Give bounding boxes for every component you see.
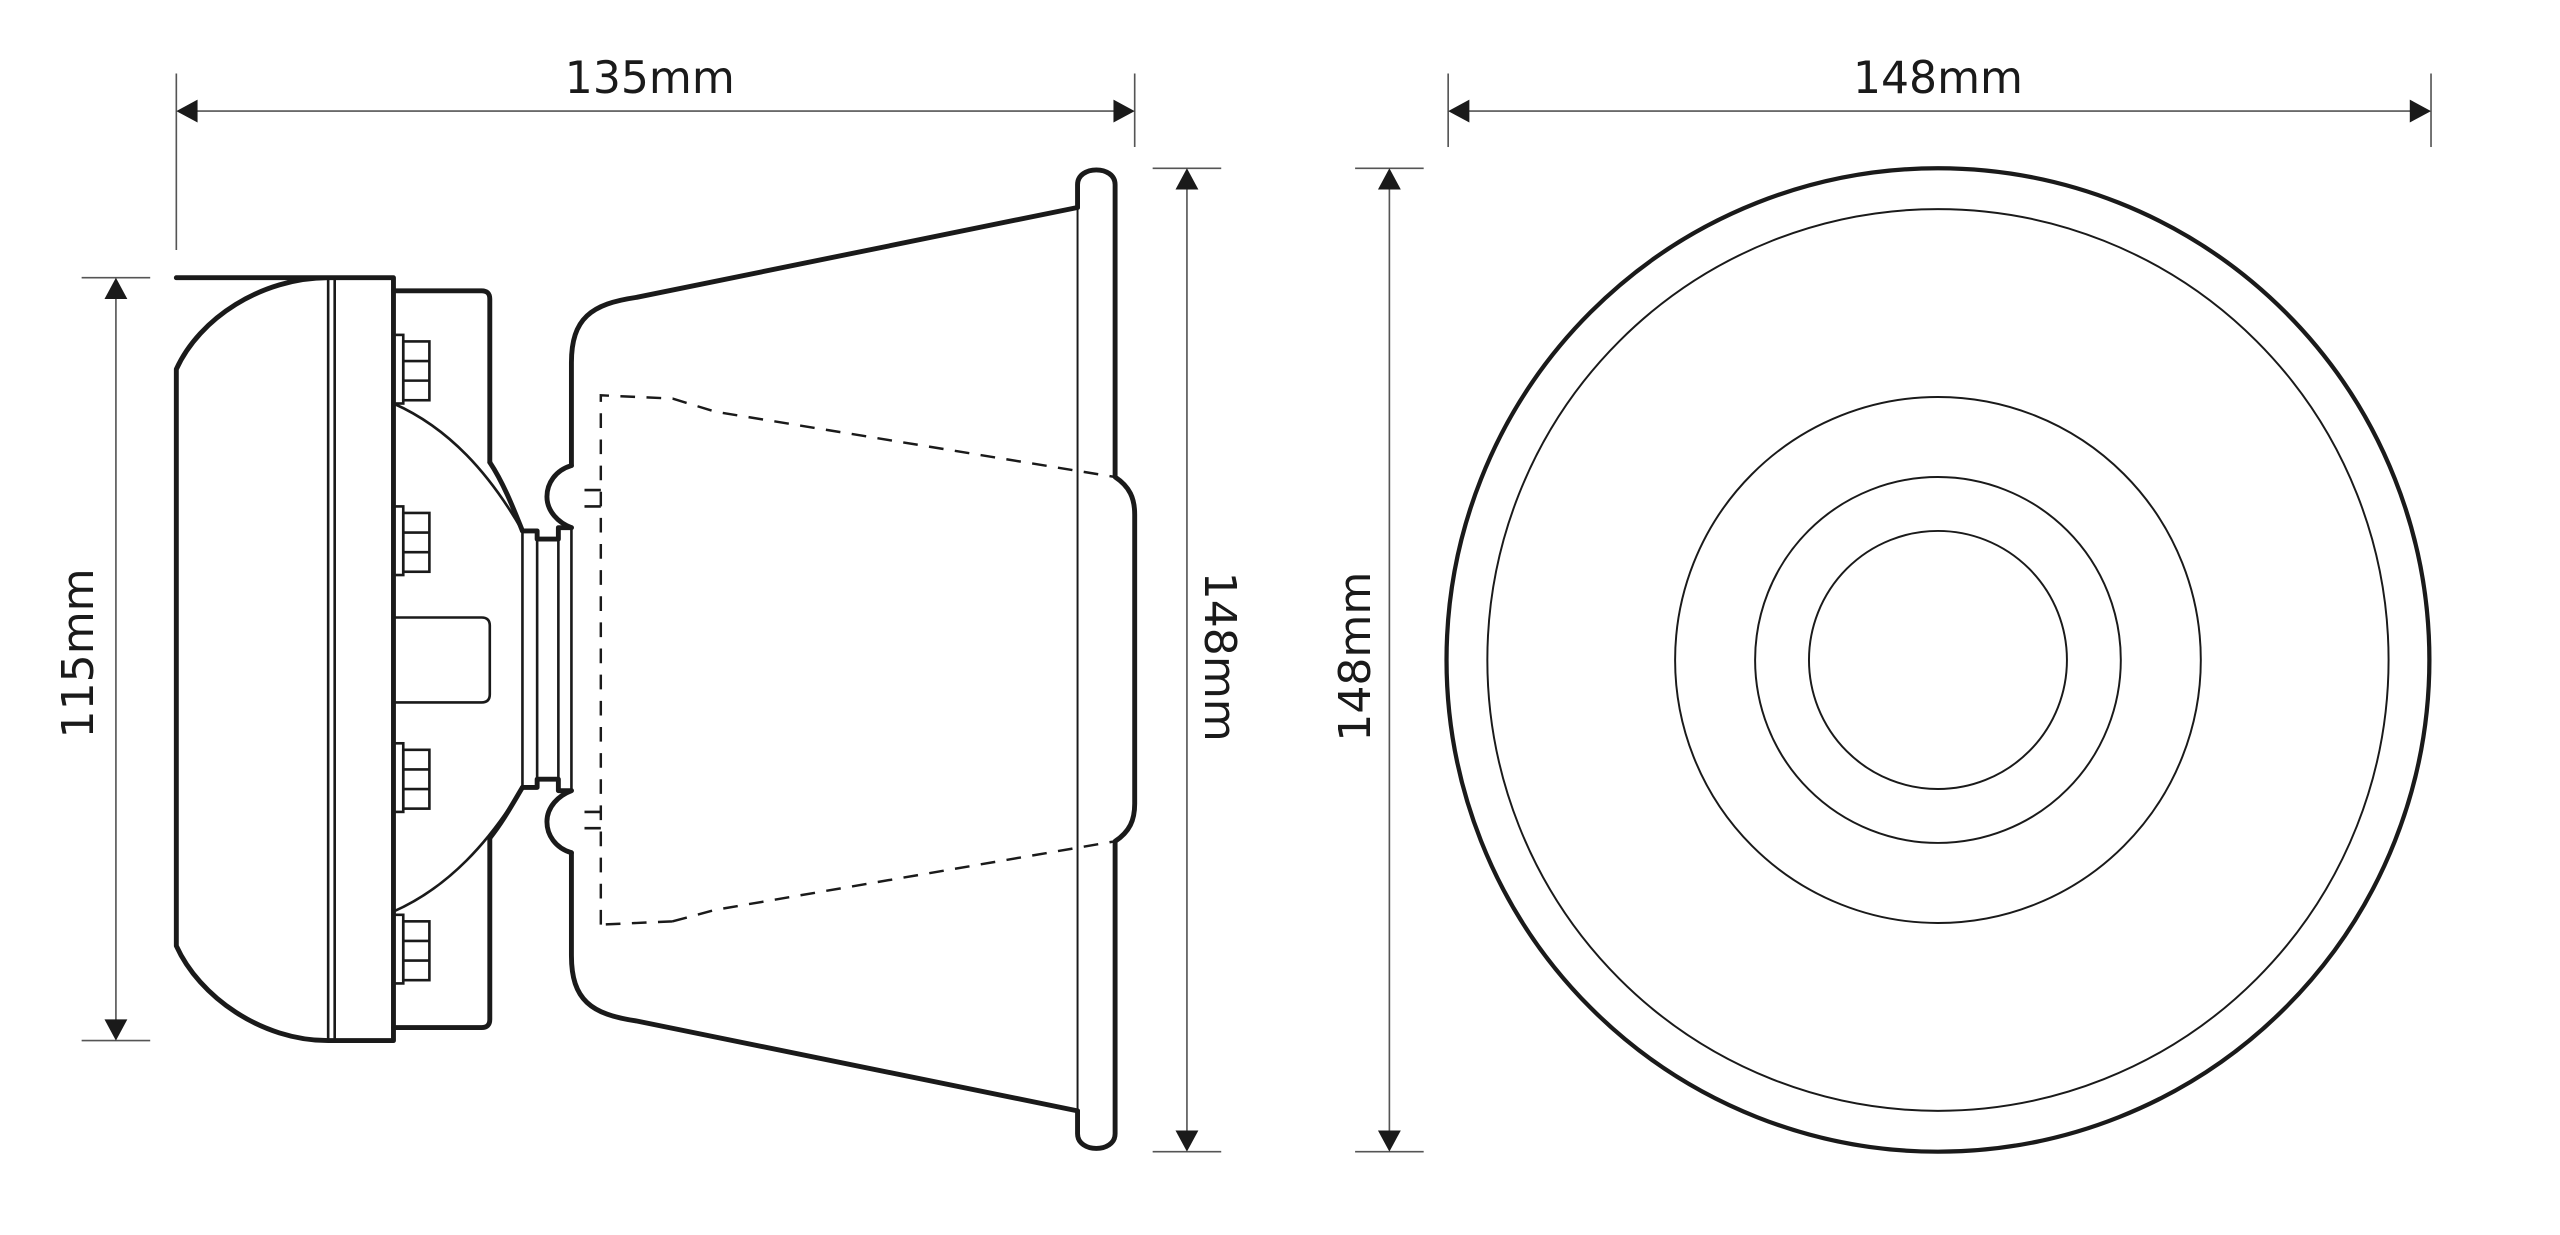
bolt-icon xyxy=(392,741,431,814)
dimension-depth: 135mm xyxy=(175,53,1136,250)
bolt-icon xyxy=(392,333,431,405)
rear-housing xyxy=(173,275,396,1044)
dimension-front-width: 148mm xyxy=(1447,53,2432,148)
arrow-up-icon xyxy=(1175,168,1199,190)
arrow-left-icon xyxy=(176,99,198,123)
internal-reflector-hidden-line xyxy=(599,394,1116,925)
front-view xyxy=(1444,166,2432,1154)
inner-reflector-ring xyxy=(1754,476,2122,844)
arrow-down-icon xyxy=(104,1019,128,1041)
neck xyxy=(520,525,574,794)
arrow-up-icon xyxy=(1377,168,1401,190)
arrow-right-icon xyxy=(1113,99,1135,123)
reflector-ring xyxy=(1674,395,2202,924)
bulb-ring xyxy=(1808,529,2068,791)
cone-reflector xyxy=(568,205,1080,1114)
arrow-down-icon xyxy=(1175,1130,1199,1152)
arrow-right-icon xyxy=(2409,99,2432,123)
arrow-left-icon xyxy=(1448,99,1470,123)
dimension-flange-height: 148mm xyxy=(1152,167,1245,1153)
bolt-icon xyxy=(392,505,431,577)
mounting-plate xyxy=(391,288,493,1030)
arrow-down-icon xyxy=(1377,1130,1401,1152)
dimension-label-depth: 135mm xyxy=(565,53,735,104)
dimension-label-front-width: 148mm xyxy=(1853,53,2023,104)
dimension-label-front-height: 148mm xyxy=(1330,572,1381,742)
outer-rim xyxy=(1444,166,2432,1154)
dimension-front-height: 148mm xyxy=(1330,167,1424,1153)
bolt-icon xyxy=(392,913,431,985)
dimension-label-body-height: 115mm xyxy=(53,568,104,738)
side-view xyxy=(173,167,1138,1151)
dimension-body-height: 115mm xyxy=(53,276,151,1042)
connector-tab xyxy=(393,616,492,704)
dimension-label-flange-height: 148mm xyxy=(1194,572,1245,742)
lens-edge xyxy=(1486,208,2390,1112)
front-flange xyxy=(1075,167,1138,1151)
arrow-up-icon xyxy=(104,277,128,299)
